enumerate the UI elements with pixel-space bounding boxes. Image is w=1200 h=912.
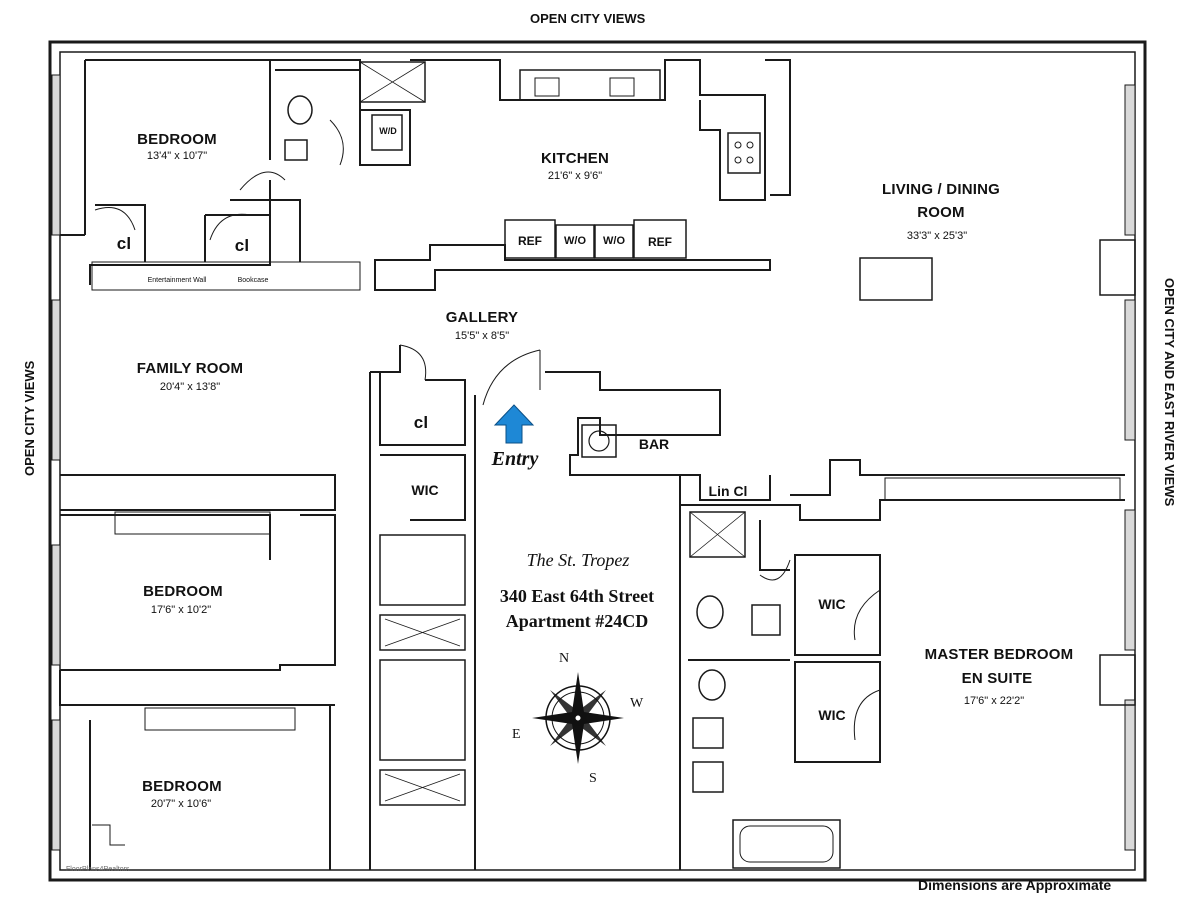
compass-s-label: S [589,771,597,786]
wic-label-3: WIC [818,707,846,723]
window-left-2 [51,299,61,461]
window-right-3 [1124,509,1136,651]
window-right-4 [1124,699,1136,851]
room-kitchen-name: KITCHEN [540,150,610,167]
room-gallery-dim: 15'5" x 8'5" [454,330,510,342]
room-master-name-1: MASTER BEDROOM [924,646,1074,663]
window-left-3 [51,544,61,666]
room-bedroom-nw-name: BEDROOM [137,131,217,148]
view-label-left: OPEN CITY VIEWS [22,360,37,476]
linen-closet-label: Lin Cl [708,483,748,499]
room-bedroom-w-name: BEDROOM [143,583,223,600]
room-family-name: FAMILY ROOM [136,360,244,377]
view-label-right: OPEN CITY AND EAST RIVER VIEWS [1162,278,1177,507]
room-living-dim: 33'3" x 25'3" [906,230,968,242]
entry-arrow [493,404,535,444]
compass-w-label: W [630,696,644,711]
entertainment-wall-label: Entertainment Wall [147,277,207,284]
fridge-label-1: REF [518,234,542,248]
wall-oven-label-2: W/O [603,235,625,247]
compass-e-label: E [512,727,521,742]
building-street: 340 East 64th Street [499,586,655,606]
building-apartment: Apartment #24CD [505,611,649,631]
bookcase-label: Bookcase [237,277,269,284]
room-bedroom-sw-name: BEDROOM [142,778,222,795]
compass-rose [532,672,624,764]
room-family-dim: 20'4" x 13'8" [159,381,221,393]
room-living-name-1: LIVING / DINING [881,181,1001,198]
closet-label-3: cl [413,413,429,432]
closet-label-2: cl [234,236,250,255]
closet-label-1: cl [116,234,132,253]
view-label-top: OPEN CITY VIEWS [530,11,646,26]
bar-label: BAR [638,436,670,452]
entry-label: Entry [491,448,539,470]
credit-text: FloorPlans4Realtors [66,866,130,873]
room-gallery-name: GALLERY [445,309,519,326]
washer-dryer-label: W/D [379,126,397,136]
exterior-wall [48,40,1147,882]
room-kitchen-dim: 21'6" x 9'6" [547,170,603,182]
room-living-name-2: ROOM [917,204,965,221]
room-bedroom-sw-dim: 20'7" x 10'6" [150,798,212,810]
compass-n-label: N [559,651,570,666]
room-bedroom-nw-dim: 13'4" x 10'7" [146,150,208,162]
building-name: The St. Tropez [526,550,630,570]
wic-label-1: WIC [411,482,439,498]
window-left-4 [51,719,61,851]
wic-label-2: WIC [818,596,846,612]
dimensions-note: Dimensions are Approximate [918,877,1112,893]
room-master-name-2: EN SUITE [961,670,1033,687]
window-right-1 [1124,84,1136,236]
room-bedroom-w-dim: 17'6" x 10'2" [150,604,212,616]
room-master-dim: 17'6" x 22'2" [963,695,1025,707]
window-right-2 [1124,299,1136,441]
window-left-1 [51,74,61,236]
wall-oven-label-1: W/O [564,235,586,247]
dining-table [859,257,933,301]
fridge-label-2: REF [648,235,672,249]
